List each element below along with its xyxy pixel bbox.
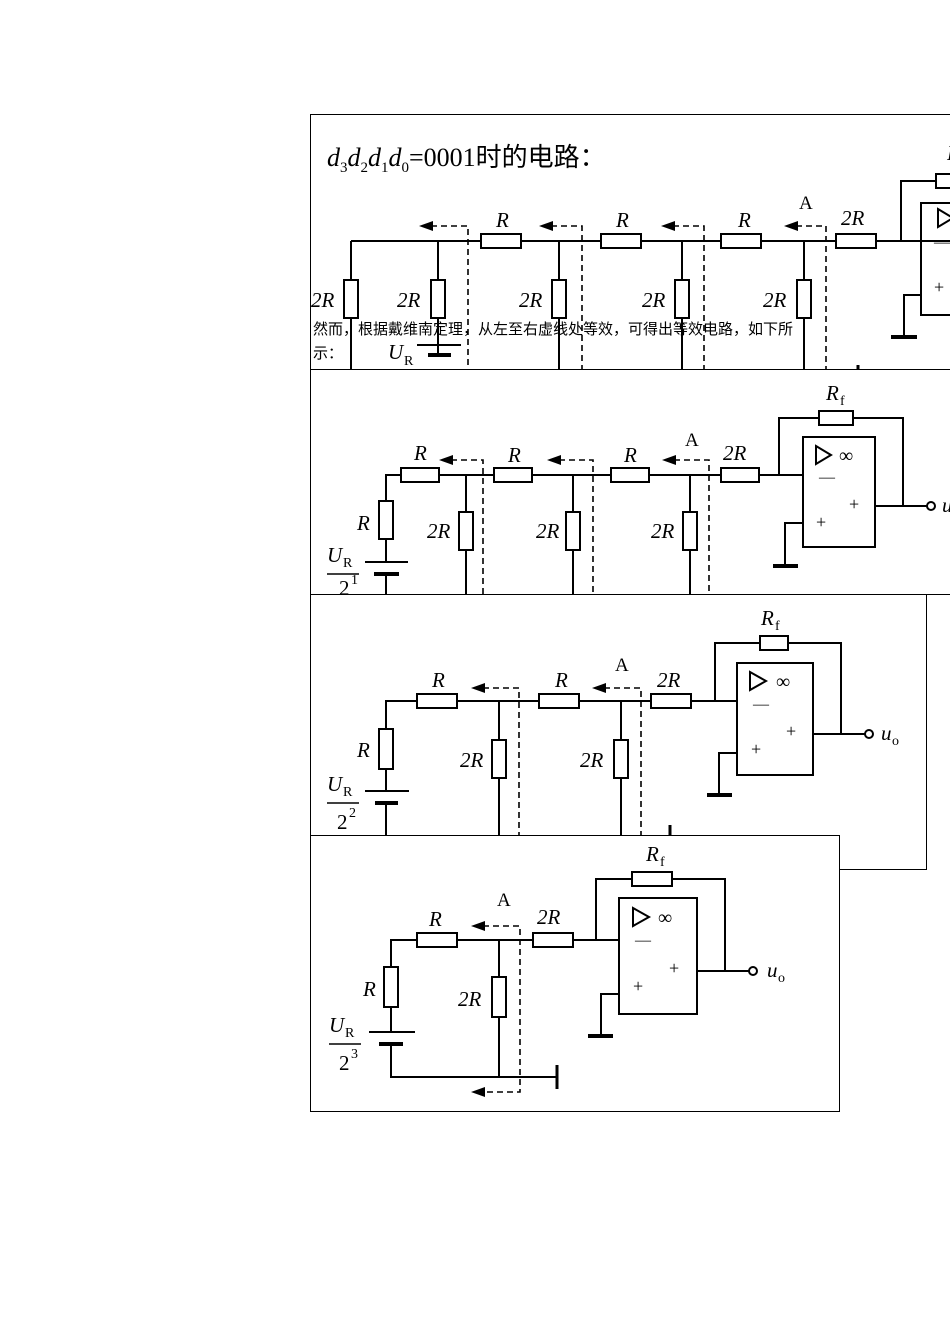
svg-text:2R: 2R [460,748,484,772]
svg-text:+: + [669,958,679,978]
equivalent-diagram-2: R R 2R A R 2R 2R R f ∞ — + + u o U R 2 2 [327,606,899,837]
svg-text:2R: 2R [657,668,681,692]
svg-text:U: U [327,772,344,796]
svg-text:U: U [388,340,405,364]
svg-text:R: R [343,785,353,800]
svg-text:R: R [356,738,370,762]
circuit-panel-equivalent-1: R R R 2R A R 2R 2R 2R R f ∞ — + + u o U … [310,369,950,595]
svg-text:R: R [345,1026,355,1041]
svg-text:R: R [431,668,445,692]
svg-text:2: 2 [337,810,348,834]
svg-text:2R: 2R [427,519,451,543]
svg-text:A: A [685,430,699,451]
svg-text:A: A [497,890,511,911]
svg-text:—: — [818,469,836,486]
svg-text:R: R [615,208,629,232]
svg-text:R: R [428,907,442,931]
svg-text:R: R [554,668,568,692]
section-title: d3d2d1d0=0001时的电路： [327,143,606,177]
theorem-explanation: 然而，根据戴维南定理，从左至右虚线处等效，可得出等效电路，如下所示： [313,320,794,362]
svg-text:2R: 2R [642,288,666,312]
svg-text:3: 3 [351,1047,358,1062]
svg-text:R: R [760,606,774,630]
svg-text:2R: 2R [651,519,675,543]
svg-text:2: 2 [349,806,356,821]
svg-text:U: U [329,1013,346,1037]
svg-text:2R: 2R [763,288,787,312]
svg-text:u: u [942,493,950,517]
svg-text:2: 2 [339,1051,350,1075]
svg-text:—: — [634,932,652,949]
svg-text:u: u [767,958,778,982]
svg-text:+: + [934,277,944,297]
svg-text:+: + [849,494,859,514]
svg-text:2R: 2R [841,206,865,230]
svg-text:o: o [778,971,785,986]
circuit-panel-original: d3d2d1d0=0001时的电路： [310,114,950,372]
svg-text:2R: 2R [723,441,747,465]
svg-text:+: + [786,721,796,741]
svg-text:R: R [737,208,751,232]
svg-text:R: R [645,842,659,866]
svg-text:f: f [660,855,665,870]
svg-text:2R: 2R [311,288,335,312]
svg-text:R: R [623,443,637,467]
svg-text:—: — [752,696,770,713]
svg-text:R: R [356,511,370,535]
svg-text:∞: ∞ [658,907,672,929]
svg-text:2R: 2R [397,288,421,312]
svg-text:1: 1 [351,573,358,588]
svg-text:R: R [495,208,509,232]
svg-text:+: + [633,976,643,996]
svg-text:U: U [327,543,344,567]
svg-text:R: R [362,977,376,1001]
svg-text:∞: ∞ [776,671,790,693]
svg-text:o: o [892,734,899,749]
svg-text:f: f [840,394,845,409]
ladder-network-diagram: R R R 2R A 2R 2R 2R 2R 2R R + — U R [311,141,950,371]
svg-text:2R: 2R [580,748,604,772]
svg-text:+: + [816,512,826,532]
svg-text:R: R [413,441,427,465]
circuit-panel-equivalent-3: R 2R A R 2R R f ∞ — + + u o U R 2 3 [310,835,840,1112]
circuit-panel-equivalent-2: R R 2R A R 2R 2R R f ∞ — + + u o U R 2 2 [310,594,927,870]
svg-text:R: R [404,354,414,369]
svg-text:R: R [946,141,950,165]
svg-text:2R: 2R [537,905,561,929]
equivalent-diagram-1: R R R 2R A R 2R 2R 2R R f ∞ — + + u o U … [327,381,950,595]
svg-text:2R: 2R [458,987,482,1011]
svg-text:R: R [507,443,521,467]
svg-text:2: 2 [339,576,350,595]
svg-text:∞: ∞ [839,445,853,467]
svg-text:+: + [751,739,761,759]
equivalent-diagram-3: R 2R A R 2R R f ∞ — + + u o U R 2 3 [329,842,785,1097]
svg-text:A: A [799,193,813,214]
svg-text:u: u [881,721,892,745]
svg-text:2R: 2R [536,519,560,543]
svg-text:R: R [825,381,839,405]
svg-text:f: f [775,619,780,634]
svg-text:2R: 2R [519,288,543,312]
svg-text:A: A [615,655,629,676]
svg-text:R: R [343,556,353,571]
svg-text:—: — [933,234,950,251]
